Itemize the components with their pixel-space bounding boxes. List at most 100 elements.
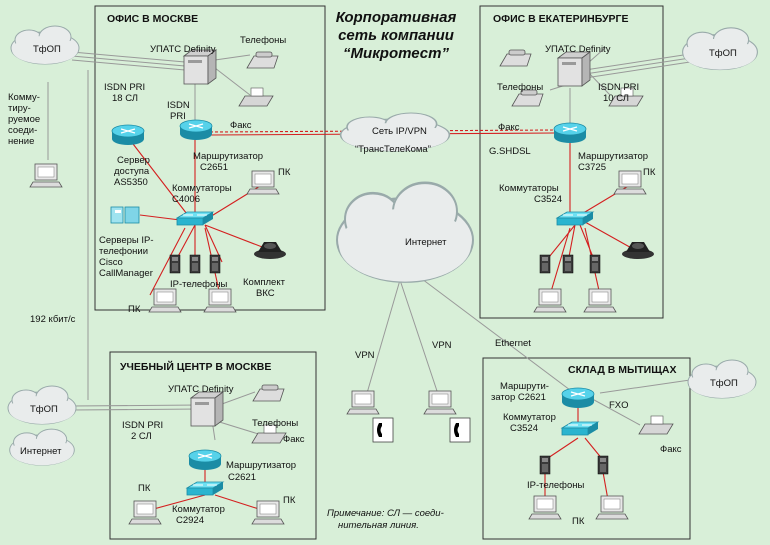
moscow-ip-servers: [110, 206, 140, 224]
moscow-isdn-label: ISDN: [167, 100, 190, 111]
training-router-label-2: C2621: [228, 472, 256, 483]
pstn-label-training: ТфОП: [30, 404, 58, 415]
training-router-label-1: Маршрутизатор: [226, 460, 296, 471]
moscow-pc-left: [148, 288, 182, 313]
training-pc-left-label: ПК: [138, 483, 151, 494]
vpn-pc-2: [423, 390, 457, 415]
warehouse-pc-label: ПК: [572, 516, 585, 527]
ekb-ip-phone-2: [562, 254, 574, 274]
warehouse-frame: [482, 357, 691, 540]
moscow-router: [179, 119, 213, 141]
speed-label: 192 кбит/с: [30, 314, 76, 325]
ekb-pbx-label: УПАТС Definity: [545, 44, 611, 55]
dialup-line-5: нение: [8, 136, 34, 147]
moscow-switch-label-2: C4006: [172, 194, 200, 205]
moscow-phones-label: Телефоны: [240, 35, 286, 46]
warehouse-router-label-2: затор C2621: [491, 392, 546, 403]
ip-servers-label-1: Серверы IP-: [99, 235, 154, 246]
moscow-ip-phones-label: IP-телефоны: [170, 279, 228, 290]
dialup-line-2: тиру-: [8, 103, 31, 114]
moscow-switch-label-1: Коммутаторы: [172, 183, 232, 194]
ekb-pc-right: [583, 288, 617, 313]
moscow-router-label-2: C2651: [200, 162, 228, 173]
access-server-label-2: доступа: [114, 166, 150, 177]
ipvpn-label: Сеть IP/VPN: [372, 126, 427, 137]
warehouse-title: СКЛАД В МЫТИЩАХ: [568, 364, 677, 376]
moscow-isdn-pri-label: ISDN PRI: [104, 82, 145, 93]
moscow-access-server: [111, 124, 145, 146]
ip-servers-label-2: телефонии: [99, 246, 148, 257]
moscow-ip-phone-3: [209, 254, 221, 274]
ethernet-label: Ethernet: [495, 338, 531, 349]
moscow-pc-top: [246, 170, 280, 195]
wan-links: [47, 47, 691, 441]
warehouse-switch-label-1: Коммутатор: [503, 412, 556, 423]
moscow-pbx-label: УПАТС Definity: [150, 44, 216, 55]
internet-label-training: Интернет: [20, 446, 62, 457]
vpn-phone-2: [449, 417, 471, 443]
title-line-2: сеть компании: [338, 27, 454, 44]
vks-label-1: Комплект: [243, 277, 286, 288]
ekb-fax-label: Факс: [498, 122, 520, 133]
warehouse-router-label-1: Маршрути-: [500, 381, 549, 392]
ekb-router-label-2: C3725: [578, 162, 606, 173]
warehouse-switch-label-2: C3524: [510, 423, 538, 434]
moscow-fax-label: Факс: [230, 120, 252, 131]
ekb-router: [553, 122, 587, 144]
training-switch-label-2: C2924: [176, 515, 204, 526]
training-router: [188, 449, 222, 471]
warehouse-ip-phone-2: [597, 455, 609, 475]
ekb-phones-label: Телефоны: [497, 82, 543, 93]
moscow-router-label-1: Маршрутизатор: [193, 151, 263, 162]
training-pc-right: [251, 500, 285, 525]
vpn-phone-1: [372, 417, 394, 443]
training-center-title: УЧЕБНЫЙ ЦЕНТР В МОСКВЕ: [120, 360, 271, 373]
training-isdn-2-label: 2 СЛ: [131, 431, 152, 442]
ekb-switch-label-2: C3524: [534, 194, 562, 205]
ip-servers-label-4: CallManager: [99, 268, 153, 279]
warehouse-ip-phone-1: [539, 455, 551, 475]
moscow-pri-label: PRI: [170, 111, 186, 122]
training-switch-label-1: Коммутатор: [172, 504, 225, 515]
vks-label-2: ВКС: [256, 288, 275, 299]
training-pc-left: [128, 500, 162, 525]
dialup-line-4: соеди-: [8, 125, 37, 136]
moscow-isdn-18-label: 18 СЛ: [112, 93, 138, 104]
pstn-label-ekb: ТфОП: [709, 48, 737, 59]
note-line-1: Примечание: СЛ — соеди-: [327, 508, 444, 519]
dialup-line-3: руемое: [8, 114, 40, 125]
training-fax-label: Факс: [283, 434, 305, 445]
ekb-router-label-1: Маршрутизатор: [578, 151, 648, 162]
moscow-pc-right: [203, 288, 237, 313]
internet-label: Интернет: [405, 237, 447, 248]
training-phones-label: Телефоны: [252, 418, 298, 429]
warehouse-router: [561, 387, 595, 409]
warehouse-fax-label: Факс: [660, 444, 682, 455]
moscow-ip-phone-1: [169, 254, 181, 274]
note-line-2: нительная линия.: [338, 520, 419, 531]
training-pbx: [190, 391, 224, 427]
title-line-1: Корпоративная: [336, 9, 457, 26]
ekb-pc-label: ПК: [643, 167, 656, 178]
title-line-3: “Микротест”: [343, 45, 449, 62]
training-isdn-pri-label: ISDN PRI: [122, 420, 163, 431]
ekb-switch-label-1: Коммутаторы: [499, 183, 559, 194]
ekb-isdn-pri-label: ISDN PRI: [598, 82, 639, 93]
vpn-label-1: VPN: [355, 350, 375, 361]
ekb-ip-phone-1: [539, 254, 551, 274]
ekb-gshdsl-label: G.SHDSL: [489, 146, 531, 157]
fxo-label: FXO: [609, 400, 629, 411]
training-pc-right-label: ПК: [283, 495, 296, 506]
warehouse-pc-left: [528, 495, 562, 520]
access-server-label-3: AS5350: [114, 177, 148, 188]
moscow-pbx: [183, 49, 217, 85]
ekb-isdn-10-label: 10 СЛ: [603, 93, 629, 104]
pstn-label-warehouse: ТфОП: [710, 378, 738, 389]
pstn-label-moscow: ТфОП: [33, 44, 61, 55]
vpn-label-2: VPN: [432, 340, 452, 351]
internet-cloud: [335, 181, 475, 283]
access-server-label-1: Сервер: [117, 155, 150, 166]
moscow-ip-phone-2: [189, 254, 201, 274]
